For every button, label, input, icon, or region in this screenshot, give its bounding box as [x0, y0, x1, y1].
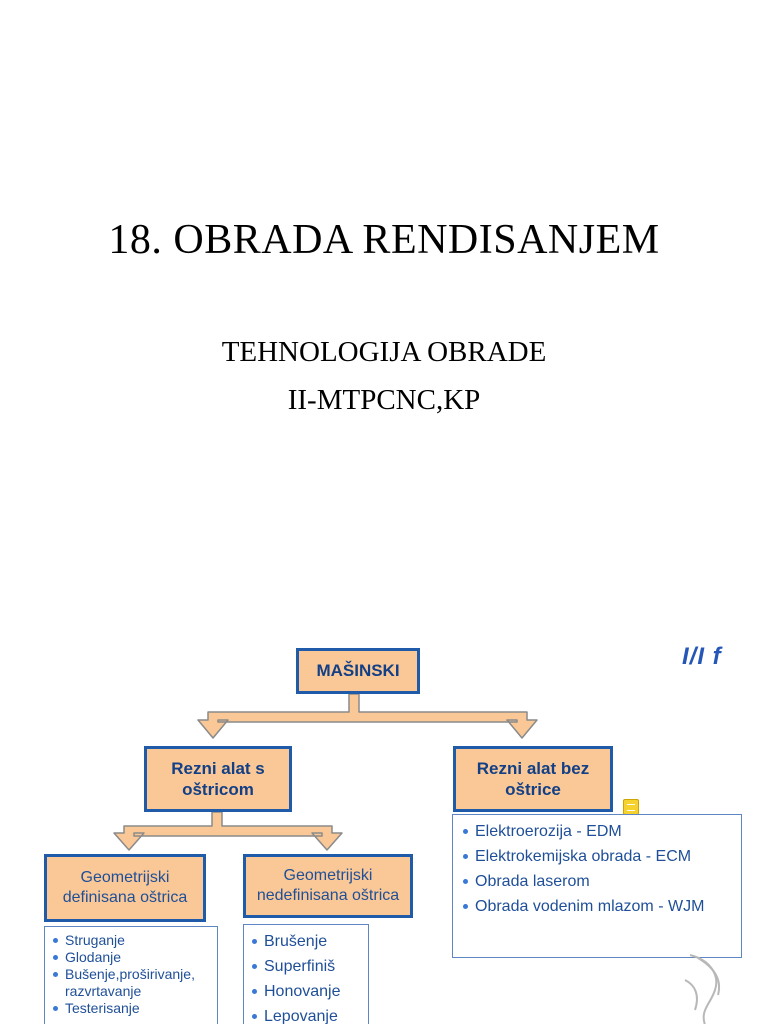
connector-left-branch — [113, 811, 343, 851]
node-cutting-tool-with-edge: Rezni alat s oštricom — [144, 746, 292, 812]
node-cutting-tool-without-edge-label: Rezni alat bez oštrice — [476, 758, 590, 799]
list-item: Obrada laserom — [459, 869, 735, 894]
machining-classification-diagram: I/I f MAŠINSKI Rezni alat s oštricom Rez… — [0, 620, 768, 1024]
page-title: 18. OBRADA RENDISANJEM — [108, 217, 660, 263]
list-defined-edge-operations: Struganje Glodanje Bušenje,proširivanje,… — [44, 926, 218, 1024]
list-item: Superfiniš — [248, 954, 364, 979]
list-item: Elektroerozija - EDM — [459, 819, 735, 844]
node-defined-edge-label: Geometrijski definisana oštrica — [62, 869, 188, 906]
node-root: MAŠINSKI — [296, 648, 420, 694]
subtitle-line-1: TEHNOLOGIJA OBRADE — [221, 336, 547, 368]
list-non-conventional: Elektroerozija - EDM Elektrokemijska obr… — [452, 814, 742, 958]
list-item: Brušenje — [248, 929, 364, 954]
list-item: Testerisanje — [49, 1000, 213, 1017]
list-item: Obrada vodenim mlazom - WJM — [459, 894, 735, 919]
node-root-label: MAŠINSKI — [316, 661, 400, 681]
corner-logo-fragment: I/I f — [682, 643, 722, 670]
list-item: Glodanje — [49, 949, 213, 966]
node-cutting-tool-without-edge: Rezni alat bez oštrice — [453, 746, 613, 812]
node-defined-edge: Geometrijski definisana oštrica — [44, 854, 206, 922]
diagram-connectors — [113, 693, 538, 851]
list-item: Bušenje,proširivanje, razvrtavanje — [49, 966, 213, 1000]
connector-root-stem — [197, 693, 538, 739]
tool-sketch-graphic — [684, 954, 720, 1024]
list-item: Elektrokemijska obrada - ECM — [459, 844, 735, 869]
list-undefined-edge-operations: Brušenje Superfiniš Honovanje Lepovanje — [243, 924, 369, 1024]
list-item: Struganje — [49, 932, 213, 949]
subtitle-line-2: II-MTPCNC,KP — [287, 384, 481, 416]
node-undefined-edge: Geometrijski nedefinisana oštrica — [243, 854, 413, 918]
list-item: Honovanje — [248, 979, 364, 1004]
node-undefined-edge-label: Geometrijski nedefinisana oštrica — [256, 867, 400, 904]
node-cutting-tool-with-edge-label: Rezni alat s oštricom — [171, 758, 265, 799]
list-item: Lepovanje — [248, 1004, 364, 1024]
comment-note-icon[interactable] — [623, 799, 639, 815]
